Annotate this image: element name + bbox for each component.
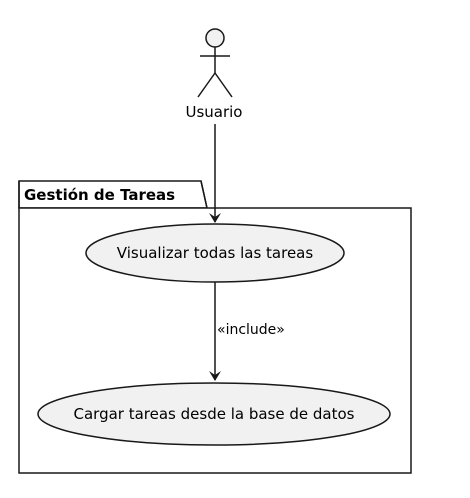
actor-usuario [197,28,233,98]
use-case-label: Cargar tareas desde la base de datos [74,405,355,423]
package-tab-join [18,180,208,209]
include-label: «include» [217,322,285,338]
package-title: Gestión de Tareas [24,186,175,204]
use-case-cargar: Cargar tareas desde la base de datos [37,382,391,446]
actor-right-leg [214,72,233,98]
actor-left-leg [197,72,216,98]
use-case-label: Visualizar todas las tareas [117,244,314,262]
actor-name: Usuario [185,103,242,121]
use-case-ellipse [37,382,391,446]
actor-head [205,28,225,48]
use-case-visualizar: Visualizar todas las tareas [85,223,345,283]
